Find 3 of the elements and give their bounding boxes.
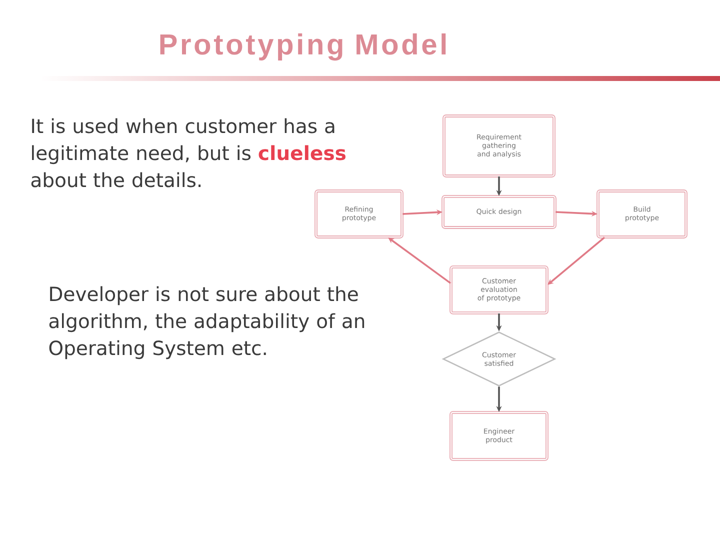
slide-title: Prototyping Model bbox=[160, 33, 446, 61]
body-text: It is used when customer has a legitimate need, but is clueless about the details. bbox=[31, 118, 346, 188]
body-text: Developer is not sure about the algorithm, the adaptability of an Operating System etc. bbox=[49, 286, 364, 360]
